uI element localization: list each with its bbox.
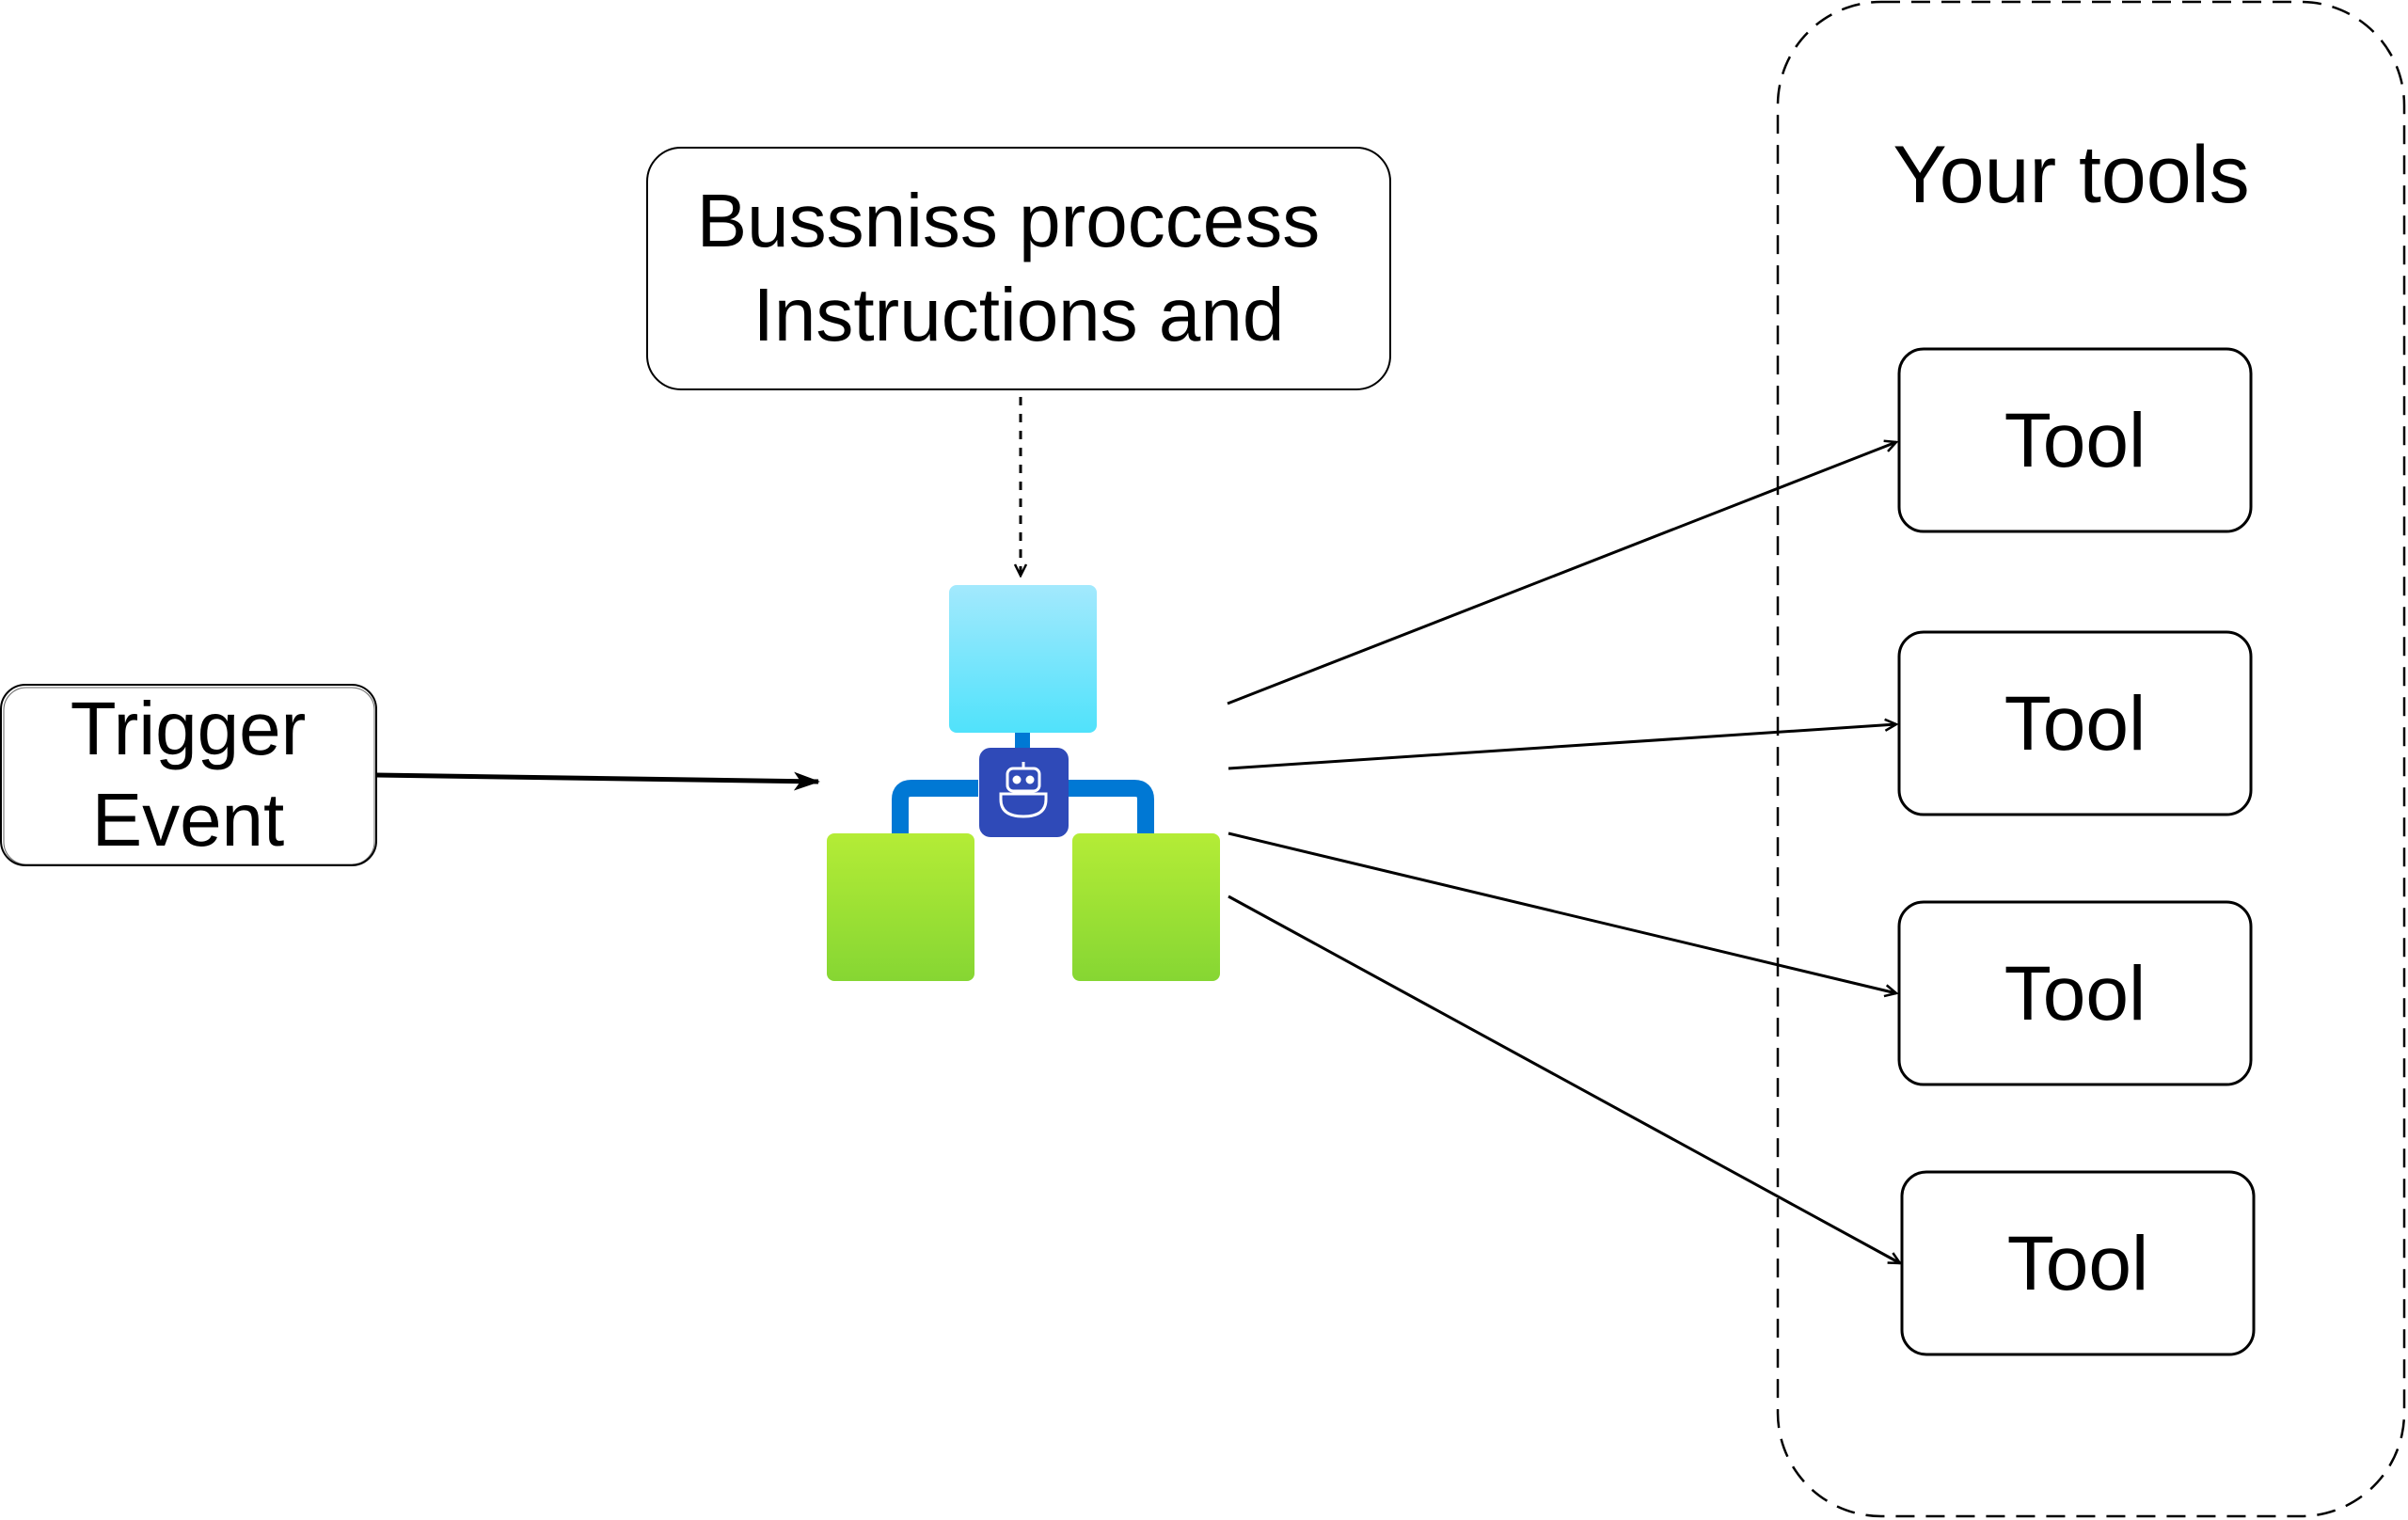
tool-box-3: Tool [1897,900,2253,1086]
tool-arrow-4 [1228,895,1900,1263]
tools-panel: Your tools [1776,0,2406,1518]
tool-arrow-2 [1228,724,1896,770]
tool-box-2: Tool [1897,630,2253,816]
tool-label-2: Tool [2004,681,2146,767]
tools-panel-title: Your tools [1893,130,2249,220]
trigger-arrow [375,771,820,791]
agent-right-block [1072,833,1220,981]
instructions-line-2: Instructions and [753,273,1285,356]
trigger-line-2: Event [92,778,285,862]
tool-box-1: Tool [1897,347,2253,533]
tool-arrow-1 [1227,442,1896,705]
instructions-line-1: Bussniss proccess [697,179,1320,262]
tool-box-4: Tool [1900,1170,2256,1356]
agent-top-block [949,585,1097,733]
trigger-line-1: Trigger [71,687,306,770]
agent-left-block [827,833,974,981]
robot-face-icon [999,762,1048,818]
tool-label-4: Tool [2007,1221,2148,1306]
tool-arrow-3 [1228,831,1896,993]
trigger-event-box: Trigger Event [0,684,377,866]
tool-label-3: Tool [2004,951,2146,1037]
instructions-box: Bussniss proccess Instructions and [646,147,1391,390]
logic-app-agent-icon [827,585,1220,981]
tool-label-1: Tool [2004,398,2146,483]
